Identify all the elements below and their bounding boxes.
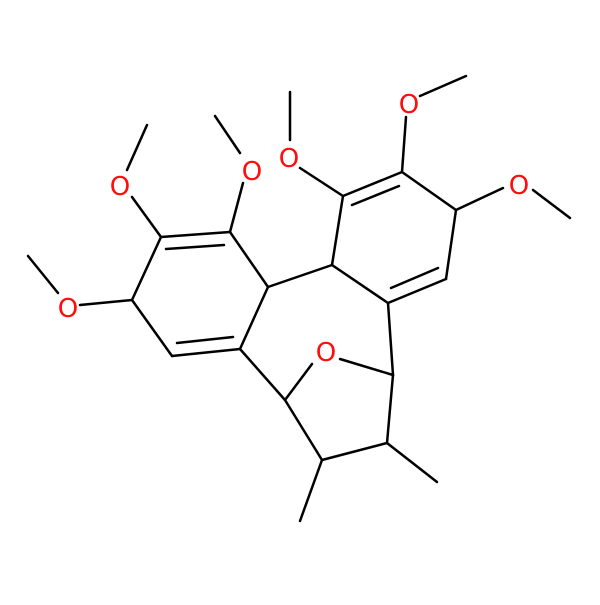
- bond: [283, 398, 324, 462]
- bond: [228, 181, 245, 234]
- bond: [228, 230, 270, 289]
- bonds: [26, 74, 572, 523]
- bond: [283, 362, 314, 402]
- bond: [418, 74, 468, 98]
- bond: [159, 230, 232, 239]
- oxygen-atom-label: O: [58, 294, 78, 324]
- bond: [444, 208, 458, 281]
- bond: [130, 195, 163, 239]
- bond: [330, 194, 345, 267]
- bond: [341, 170, 404, 198]
- oxygen-atom-label: O: [399, 90, 419, 120]
- bond: [175, 335, 235, 345]
- oxygen-atom-label: O: [316, 338, 336, 368]
- bond: [238, 347, 287, 402]
- oxygen-atom-label: O: [279, 144, 299, 174]
- bond: [125, 123, 149, 172]
- bond: [389, 266, 440, 290]
- oxygen-atom-label: O: [509, 171, 529, 201]
- bond: [400, 115, 408, 174]
- bond: [338, 357, 395, 377]
- bond: [350, 184, 401, 207]
- bond: [320, 441, 389, 462]
- bond: [400, 170, 458, 212]
- bond: [385, 441, 439, 484]
- oxygen-atom-label: O: [110, 172, 130, 202]
- bond: [298, 166, 345, 198]
- bond: [170, 347, 242, 358]
- bond: [78, 298, 134, 307]
- bond: [130, 235, 163, 302]
- bond: [26, 254, 60, 295]
- bond: [266, 263, 334, 289]
- bond: [385, 373, 395, 445]
- bond: [386, 301, 395, 377]
- bond: [213, 114, 242, 155]
- bond: [386, 277, 448, 305]
- bond: [531, 188, 572, 220]
- bond: [298, 458, 324, 523]
- oxygen-atom-label: O: [242, 157, 262, 187]
- bond: [130, 298, 174, 358]
- atom-labels: O O O O O O O: [58, 90, 529, 368]
- bond: [238, 285, 270, 351]
- bond: [164, 243, 226, 251]
- bond: [330, 263, 390, 305]
- bond: [454, 186, 505, 212]
